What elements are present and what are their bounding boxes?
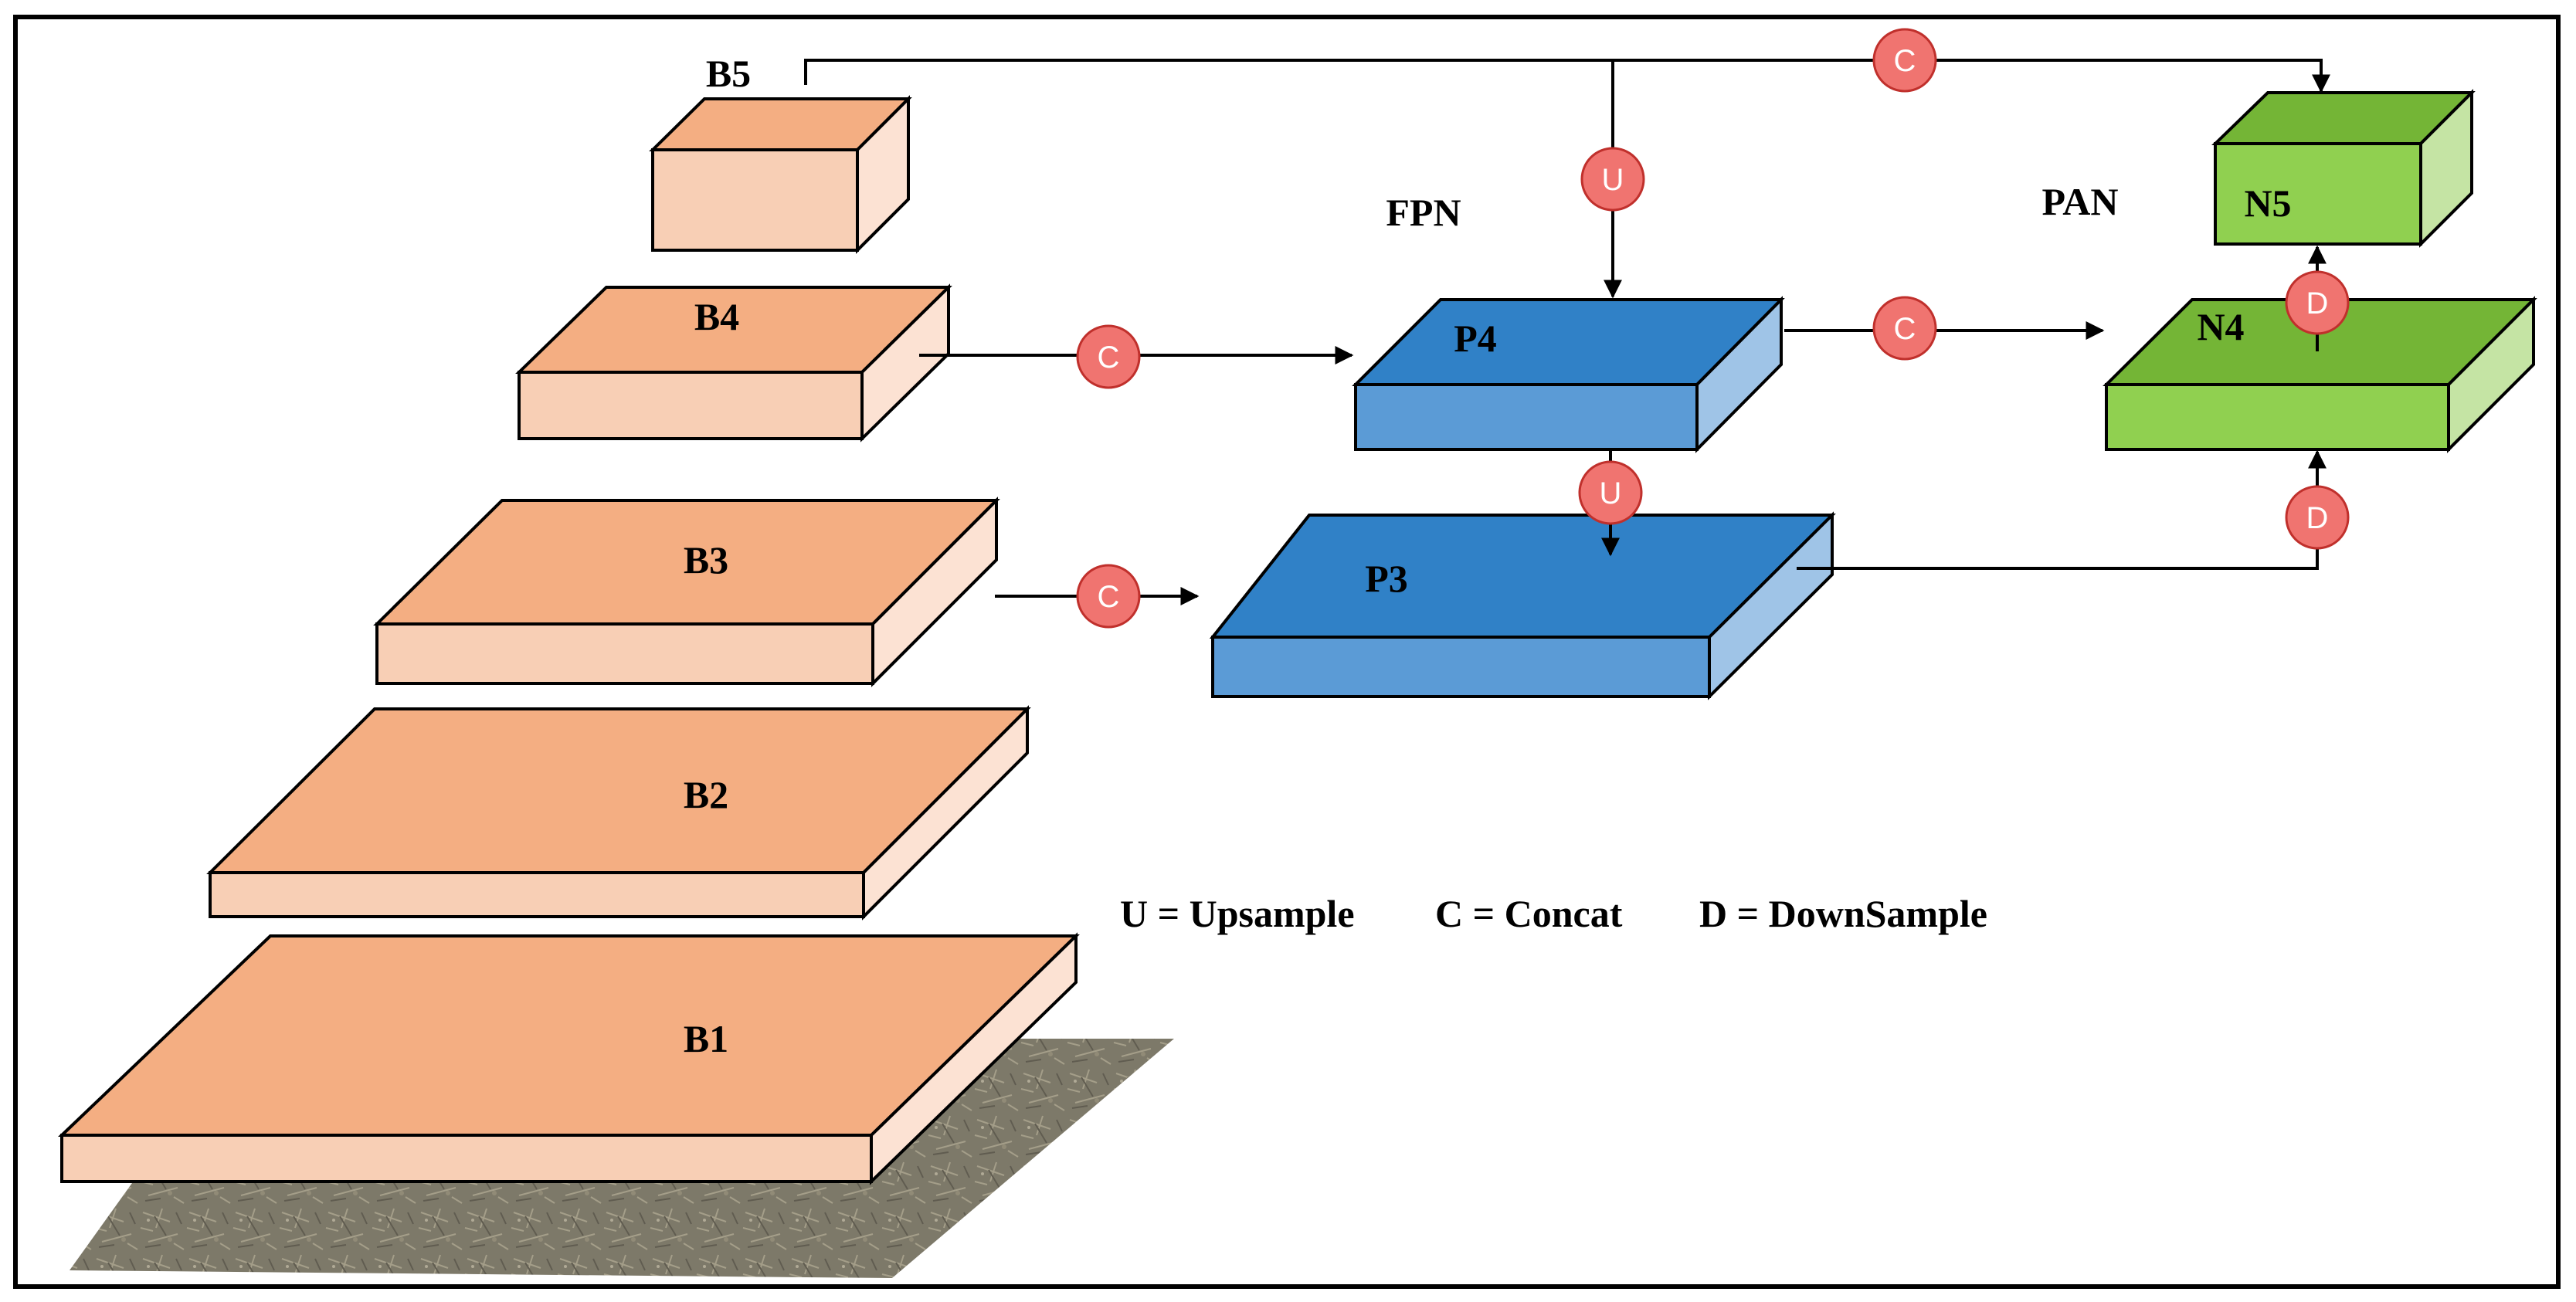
svg-text:C: C bbox=[1894, 44, 1916, 78]
svg-text:C: C bbox=[1894, 312, 1916, 346]
box-b2-label: B2 bbox=[684, 773, 728, 816]
svg-text:U: U bbox=[1602, 163, 1624, 197]
box-n5-label: N5 bbox=[2244, 181, 2291, 225]
legend: U = Upsample C = Concat D = DownSample bbox=[1120, 892, 1987, 935]
svg-text:U: U bbox=[1600, 476, 1622, 510]
legend-upsample: U = Upsample bbox=[1120, 892, 1355, 935]
box-n4-label: N4 bbox=[2197, 305, 2244, 348]
op-downsample-p3: D bbox=[2285, 485, 2350, 550]
op-upsample-b5: U bbox=[1580, 147, 1645, 212]
box-p4: P4 bbox=[1352, 296, 1785, 453]
legend-concat: C = Concat bbox=[1435, 892, 1623, 935]
b5-to-n5-wire bbox=[804, 59, 2330, 93]
op-concat-b4: C bbox=[1076, 324, 1141, 389]
op-concat-b3: C bbox=[1076, 564, 1141, 629]
box-n5: N5 bbox=[2211, 89, 2476, 248]
pan-label: PAN bbox=[2041, 180, 2118, 223]
box-p3-label: P3 bbox=[1365, 557, 1408, 600]
svg-text:C: C bbox=[1098, 341, 1120, 375]
box-b1-label: B1 bbox=[684, 1017, 728, 1060]
box-p3: P3 bbox=[1209, 511, 1836, 700]
svg-text:D: D bbox=[2306, 501, 2329, 535]
op-upsample-p4: U bbox=[1578, 460, 1643, 525]
box-b3: B3 bbox=[373, 497, 1000, 687]
legend-downsample: D = DownSample bbox=[1699, 892, 1987, 935]
box-b4: B4 bbox=[515, 283, 952, 442]
box-b1: B1 bbox=[58, 932, 1080, 1185]
op-downsample-n4: D bbox=[2285, 270, 2350, 335]
op-concat-top: C bbox=[1872, 28, 1937, 93]
box-p4-label: P4 bbox=[1454, 317, 1497, 360]
svg-text:D: D bbox=[2306, 287, 2329, 320]
op-concat-p4-n4: C bbox=[1872, 296, 1937, 361]
box-b5-label: B5 bbox=[706, 52, 751, 95]
box-b4-label: B4 bbox=[694, 295, 739, 338]
svg-text:C: C bbox=[1098, 580, 1120, 614]
box-n4: N4 bbox=[2103, 296, 2537, 453]
box-b5: B5 bbox=[649, 52, 912, 254]
box-b2: B2 bbox=[206, 705, 1031, 921]
box-b3-label: B3 bbox=[684, 538, 728, 581]
fpn-label: FPN bbox=[1386, 191, 1461, 234]
